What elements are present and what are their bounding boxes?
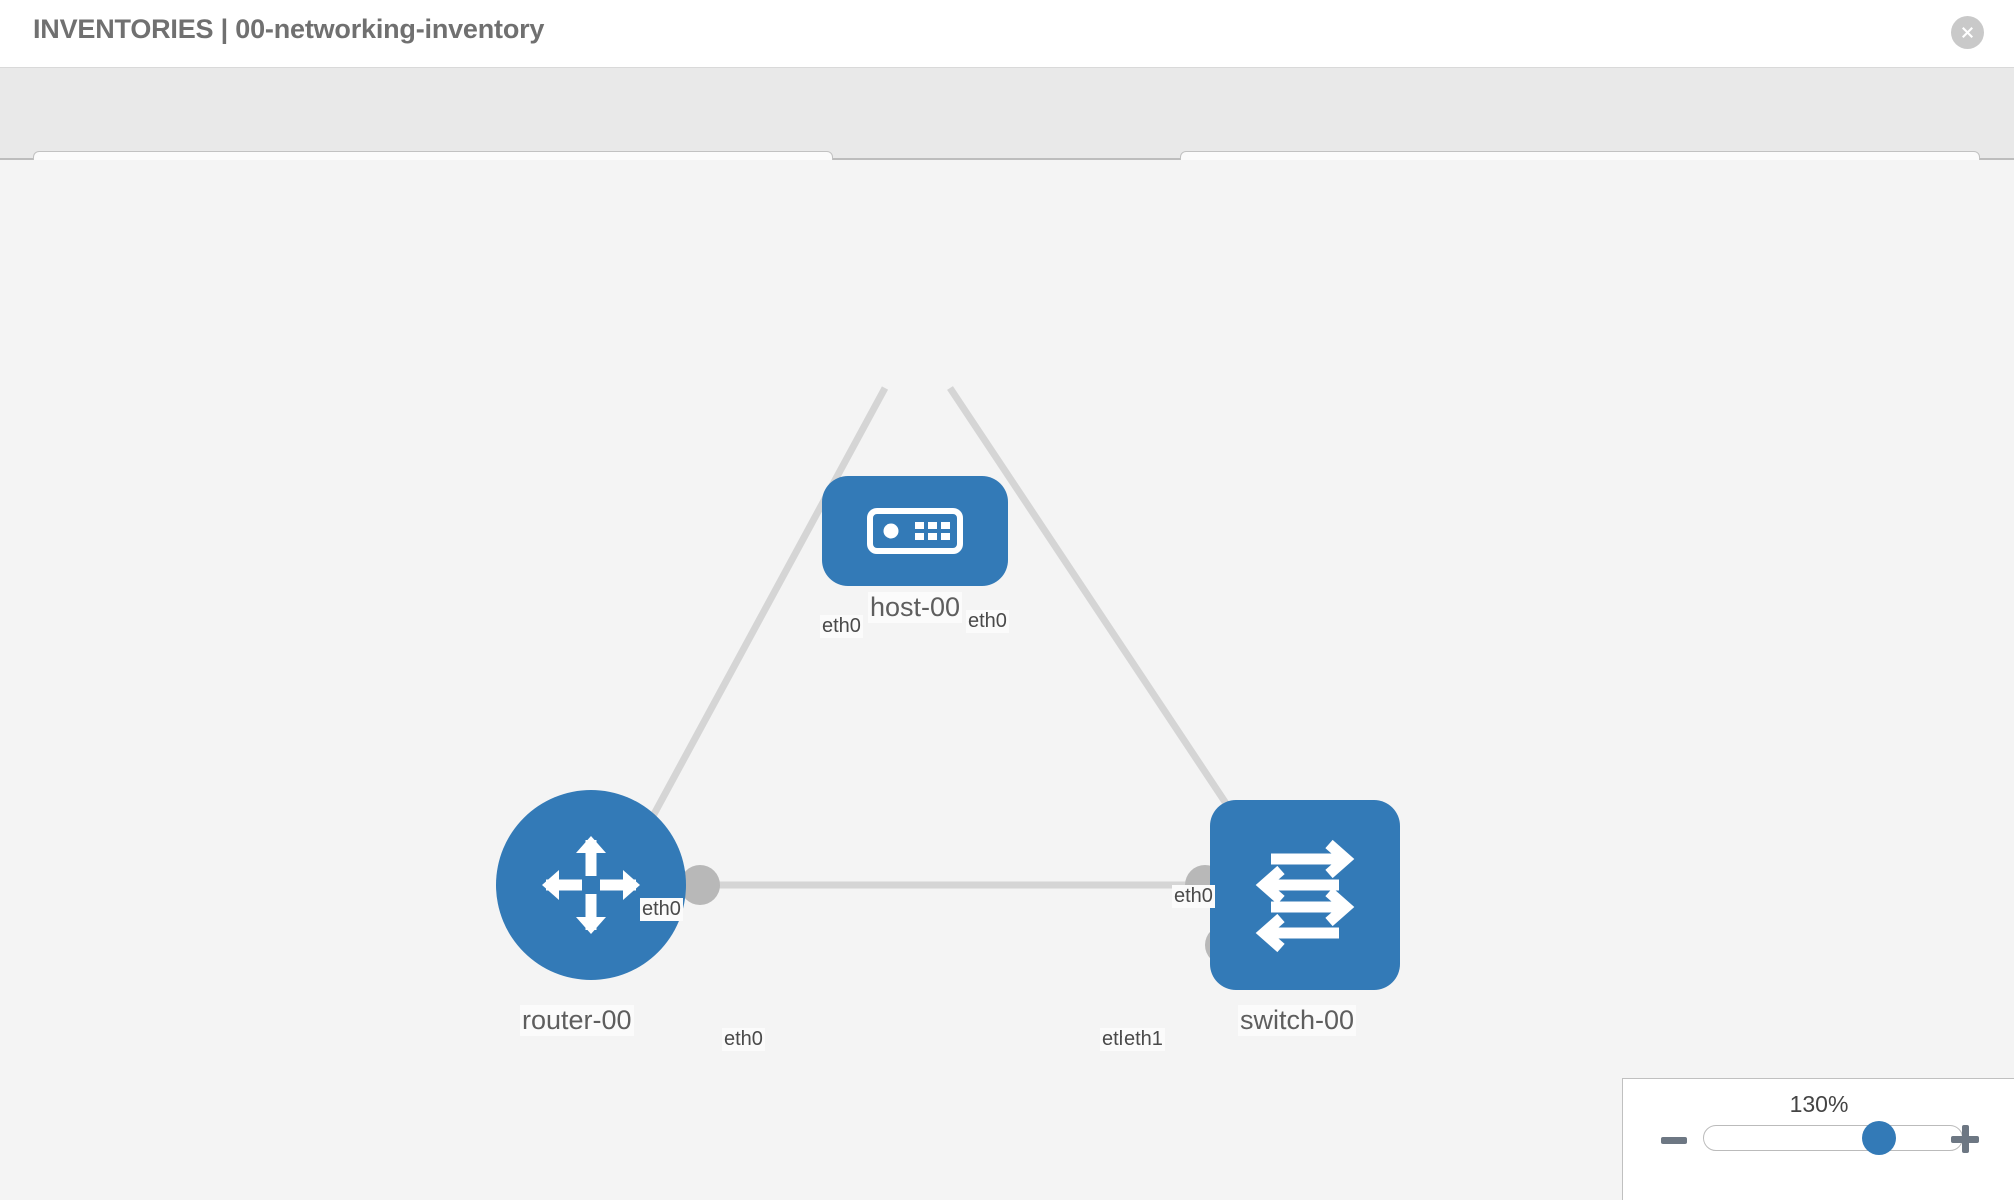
- topology-links: [636, 386, 1248, 889]
- node-switch-00-shape[interactable]: [1210, 800, 1400, 990]
- switch-arrows-icon: [1255, 839, 1355, 953]
- page-header: INVENTORIES | 00-networking-inventory: [0, 0, 2014, 68]
- topology-graph: host-00 eth0 eth0 router-00 eth0: [0, 160, 2014, 1200]
- iface-label-host-left: eth0: [820, 615, 863, 638]
- zoom-control-panel: 130%: [1622, 1078, 2014, 1200]
- zoom-slider[interactable]: [1703, 1121, 1963, 1155]
- zoom-percent-label: 130%: [1789, 1091, 1849, 1117]
- node-host-00-shape[interactable]: [822, 476, 1008, 586]
- toolbar: ACTIONS SEARCH: [0, 68, 2014, 209]
- link-host-router: [636, 386, 889, 842]
- zoom-out-button[interactable]: [1661, 1137, 1687, 1144]
- node-switch-00-label: switch-00: [1238, 1005, 1357, 1036]
- close-icon[interactable]: [1951, 16, 1984, 49]
- iface-label-router-up: eth0: [640, 898, 683, 921]
- iface-label-switch-up: eth0: [1172, 885, 1215, 908]
- zoom-in-button[interactable]: [1951, 1125, 1979, 1153]
- node-router-00-shape[interactable]: [496, 790, 686, 980]
- page-title: INVENTORIES | 00-networking-inventory: [33, 14, 545, 44]
- iface-label-switch-left-b: eth1: [1122, 1028, 1165, 1051]
- topology-canvas[interactable]: host-00 eth0 eth0 router-00 eth0: [0, 160, 2014, 1200]
- link-host-switch: [947, 386, 1248, 834]
- router-arrows-icon: [542, 836, 640, 934]
- node-router-00-label: router-00: [520, 1005, 634, 1036]
- iface-label-host-right: eth0: [966, 610, 1009, 633]
- server-icon: [867, 508, 963, 554]
- iface-dot-router-eth0[interactable]: [680, 865, 720, 905]
- node-host-00-label: host-00: [868, 592, 963, 623]
- zoom-slider-thumb[interactable]: [1862, 1121, 1896, 1155]
- iface-label-router-right: eth0: [722, 1028, 765, 1051]
